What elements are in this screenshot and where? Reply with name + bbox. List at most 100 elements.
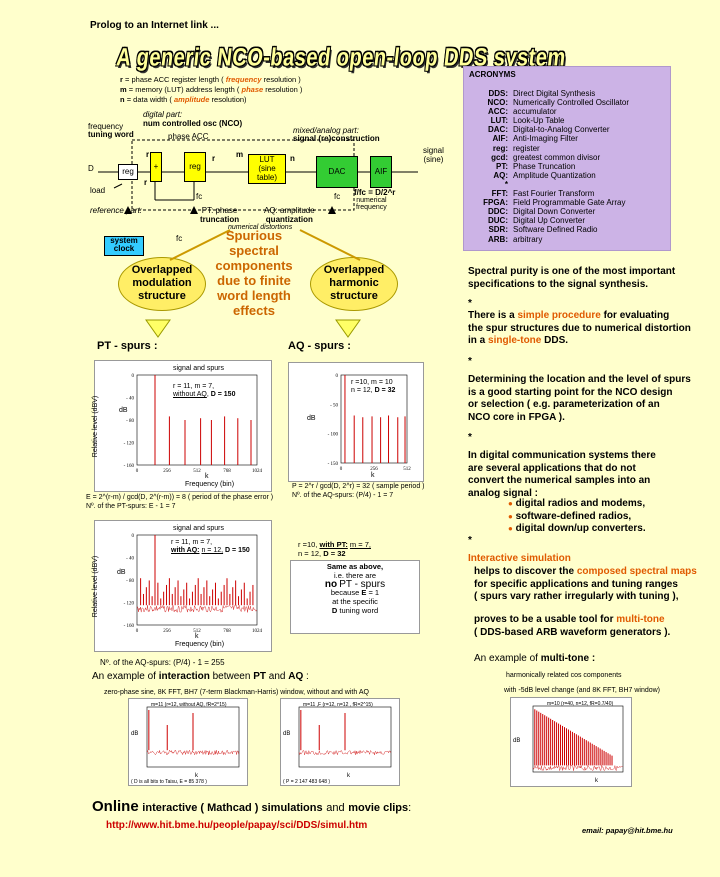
chart1-params1: r = 11, m = 7, bbox=[173, 383, 215, 390]
plot-frame bbox=[532, 705, 624, 773]
y-tick-label: - 160 bbox=[124, 464, 135, 469]
acronym-key: LUT: bbox=[490, 116, 508, 126]
reference-part-label: reference part: bbox=[90, 206, 143, 215]
x-tick-label: 256 bbox=[163, 629, 171, 634]
aq-spurs-heading: AQ - spurs : bbox=[288, 340, 351, 352]
plot-frame bbox=[298, 706, 392, 768]
y-tick-label: - 80 bbox=[126, 579, 134, 584]
acronym-value: Direct Digital Synthesis bbox=[513, 89, 596, 98]
block-diagram: digital part: num controlled osc (NCO) f… bbox=[88, 108, 458, 258]
chart3-title: signal and spurs bbox=[173, 525, 224, 532]
fc-label-2: fc bbox=[334, 192, 341, 201]
y-tick-label: - 100 bbox=[328, 433, 339, 438]
acronym-key: * bbox=[504, 179, 508, 189]
small3-svg bbox=[532, 705, 624, 773]
small-chart-3: m=10 (r=40, n=12, fR=0.7/40) dB k bbox=[510, 697, 632, 787]
acronym-value: accumulator bbox=[513, 107, 557, 117]
mixed-part-label: mixed/analog part: bbox=[293, 126, 359, 135]
def-n: n = data width ( amplitude resolution) bbox=[120, 95, 247, 104]
chart3-params2: with AQ: n = 12, D = 150 bbox=[171, 545, 250, 556]
interaction-subtitle: zero-phase sine, 8K FFT, BH7 (7-term Bla… bbox=[104, 689, 369, 696]
chart1-params2: without AQ, D = 150 bbox=[173, 391, 236, 398]
acronym-value: Software Defined Radio bbox=[513, 225, 598, 235]
y-tick-label: 0 bbox=[336, 374, 339, 379]
right-para-1: Spectral purity is one of the most impor… bbox=[468, 266, 676, 290]
small1-foot: ( D is all bits to Taisu, E = 85 378 ) bbox=[131, 779, 207, 785]
noise-floor bbox=[146, 749, 239, 756]
small2-xl: k bbox=[347, 773, 350, 779]
plot-frame bbox=[340, 374, 408, 464]
acronym-row: NCO:Numerically Controlled Oscillator bbox=[476, 98, 630, 107]
x-tick-label: 256 bbox=[370, 467, 378, 472]
small1-dbk: dB bbox=[131, 731, 139, 737]
multitone-heading: An example of multi-tone : bbox=[474, 653, 596, 664]
x-tick-label: 512 bbox=[193, 469, 201, 474]
chart1-dbk: dB bbox=[119, 407, 128, 414]
nco-label: num controlled osc (NCO) bbox=[143, 119, 243, 128]
acronym-value: Digital Down Converter bbox=[513, 207, 596, 217]
acronym-key: SDR: bbox=[488, 225, 508, 235]
acronym-row: DAC:Digital-to-Analog Converter bbox=[476, 125, 629, 134]
acronym-row: AQ:Amplitude Quantization bbox=[476, 171, 629, 180]
aq-note: r =10, with PT: m = 7, n = 12, D = 32 bbox=[298, 540, 371, 558]
star-4: * bbox=[468, 535, 472, 546]
right-para-3: Determining the location and the level o… bbox=[468, 374, 691, 423]
phase-acc-label: phase ACC bbox=[168, 132, 209, 141]
aq-formula-2: Nº. of the AQ-spurs: (P/4) - 1 = 7 bbox=[292, 492, 394, 499]
n-label: n bbox=[290, 154, 295, 163]
acronym-value: Phase Truncation bbox=[513, 161, 576, 171]
x-tick-label: 1024 bbox=[252, 629, 263, 634]
acronym-value: Fast Fourier Transform bbox=[513, 189, 595, 199]
plot-frame bbox=[136, 374, 258, 466]
chart2-params1: r =10, m = 10 bbox=[351, 377, 393, 388]
arrows bbox=[145, 229, 361, 338]
chart3-ylabel: Relative level (dBV) bbox=[92, 555, 100, 618]
acronym-key: ARB: bbox=[488, 234, 508, 244]
acronym-row: gcd:greatest common divisor bbox=[476, 153, 629, 162]
acronym-value: arbitrary bbox=[513, 234, 543, 244]
small2-dbk: dB bbox=[283, 731, 291, 737]
acronym-row: ACC: accumulator bbox=[476, 107, 629, 116]
acronym-key: DUC: bbox=[488, 216, 508, 226]
chart1-ylabel: Relative level (dBV) bbox=[92, 395, 100, 458]
acronym-key: reg: bbox=[492, 143, 508, 153]
bullet-list: ● digital radios and modems, ● software-… bbox=[508, 498, 646, 534]
chart2-dbk: dB bbox=[307, 415, 316, 422]
small2-title: m=11 ,F (r=12, n=12 , fR=2^15) bbox=[303, 702, 373, 708]
chart2-xlabel: k bbox=[371, 472, 375, 479]
acronym-key: FFT: bbox=[491, 189, 508, 199]
def-m: m = memory (LUT) address length ( phase … bbox=[120, 85, 303, 94]
y-tick-label: - 150 bbox=[328, 462, 339, 467]
simulation-link[interactable]: http://www.hit.bme.hu/people/papay/sci/D… bbox=[106, 820, 368, 831]
noise-floor bbox=[532, 764, 623, 772]
x-tick-label: 768 bbox=[223, 629, 231, 634]
aq-formula-1: P = 2^r / gcd(D, 2^r) = 32 ( sample peri… bbox=[292, 483, 425, 490]
email-address[interactable]: email: papay@hit.bme.hu bbox=[582, 826, 673, 835]
acronym-row: reg:register bbox=[476, 144, 629, 153]
acronym-row: SDR: Software Defined Radio bbox=[476, 225, 629, 234]
fc-label-3: fc bbox=[176, 234, 183, 243]
acronym-key: PT: bbox=[496, 161, 508, 171]
y-tick-label: - 160 bbox=[124, 624, 135, 629]
x-tick-label: 512 bbox=[193, 629, 201, 634]
acronym-value: Anti-Imaging Filter bbox=[513, 134, 578, 144]
pt-formula-1: E = 2^(r-m) / gcd(D, 2^(r-m)) = 8 ( peri… bbox=[86, 494, 274, 501]
load-label: load bbox=[90, 186, 106, 195]
sim-para-2: proves to be a usable tool for multi-ton… bbox=[474, 614, 671, 638]
acronym-key: ACC: bbox=[488, 107, 508, 117]
acronym-key: AQ: bbox=[493, 170, 508, 180]
definitions: r = phase ACC register length ( frequenc… bbox=[120, 75, 302, 105]
multitone-sub2: with -5dB level change (and 8K FFT, BH7 … bbox=[504, 687, 661, 694]
small3-dbk: dB bbox=[513, 738, 521, 744]
y-tick-label: - 80 bbox=[126, 419, 134, 424]
small1-title: m=11 (r=12, without AQ, fR=2^15) bbox=[151, 702, 227, 708]
